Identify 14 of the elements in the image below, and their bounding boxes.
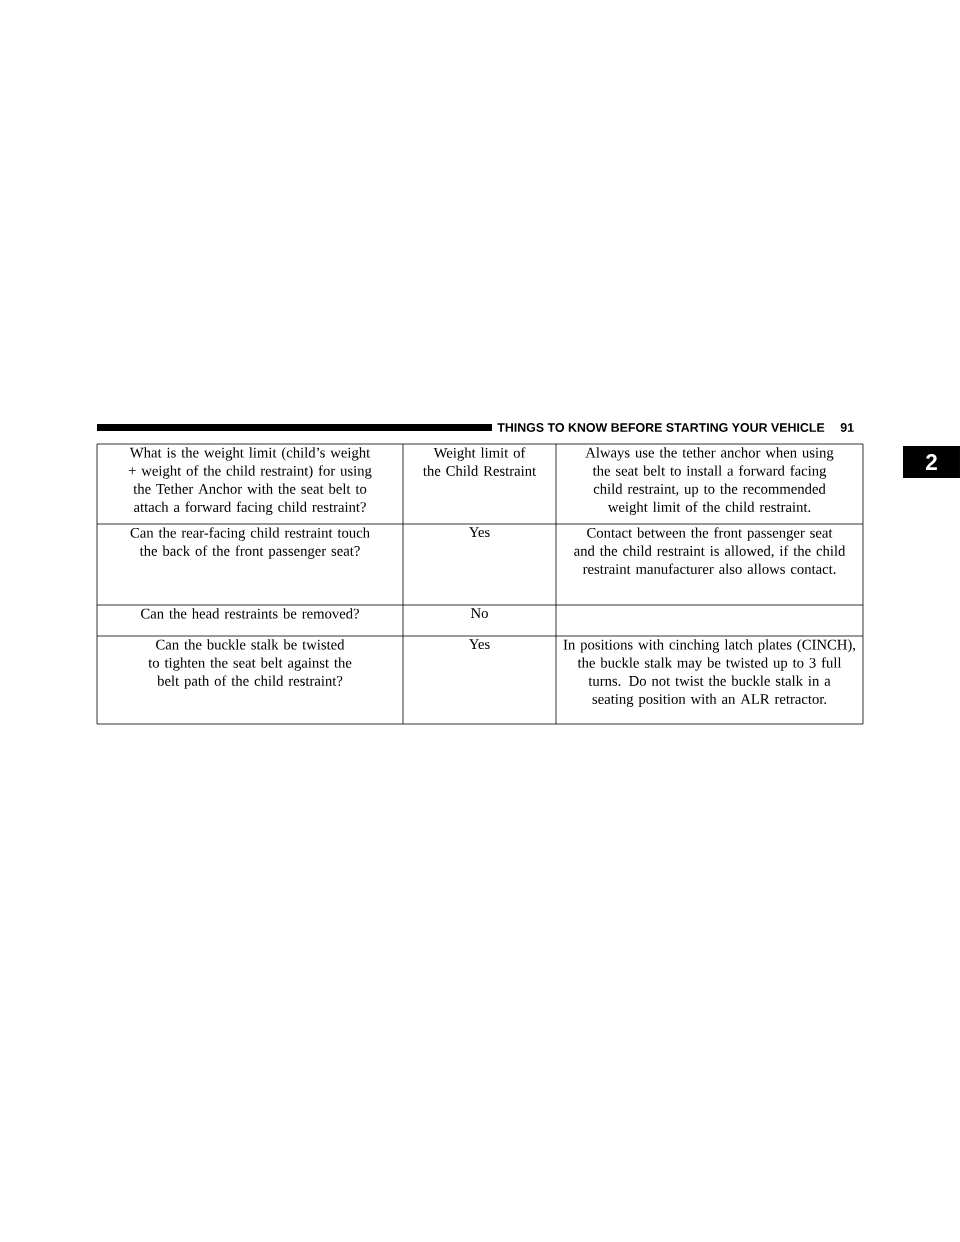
table-cell: Weight limit of the Child Restraint [423,447,537,476]
table-cell: Yes [469,527,490,537]
table-cell: In positions with cinching latch plates (CINCH), the buckle stalk may be twisted up to 3 full turns. Do not twist the buckle stalk in a seating position with an ALR retractor. [563,639,855,707]
table-cell: Always use the tether anchor when using the seat belt to install a forward facing child restraint, up to the recommended weight limit of the child restraint. [585,447,834,515]
table-cell: Can the rear-facing child restraint touch the back of the front passenger seat? [130,527,370,559]
table-cell: Yes [469,639,490,649]
running-header: THINGS TO KNOW BEFORE STARTING YOUR VEHICLE [497,423,825,432]
table-cell: Can the head restraints be removed? [141,608,359,619]
table-cell: No [470,608,488,618]
table-cell: Can the buckle stalk be twisted to tighten the seat belt against the belt path of the child restraint? [148,639,352,689]
table-cell: Contact between the front passenger seat and the child restraint is allowed, if the child restraint manufacturer also allows contact. [574,527,846,575]
table-cell: What is the weight limit (child’s weight + weight of the child restraint) for using the Tether Anchor with the seat belt to attach a forward facing child restraint? [128,447,372,515]
page-number: 91 [840,423,854,432]
chapter-tab: 2 [903,446,960,478]
